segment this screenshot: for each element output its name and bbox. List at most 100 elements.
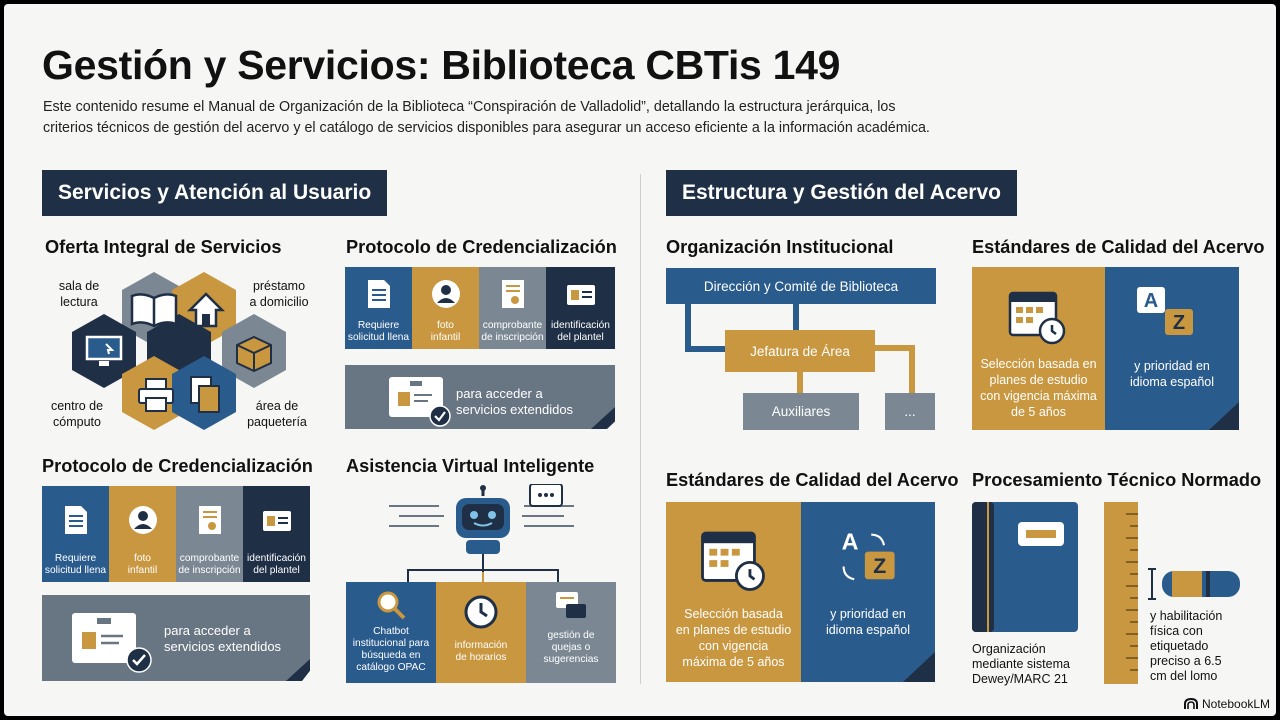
tile-comprobante: comprobante de inscripción [176,486,243,582]
clock-icon [464,595,498,629]
computo-label: centro de cómputo [50,399,104,429]
calendar-clock-icon [701,531,765,591]
note-label: para acceder a servicios extendidos [164,623,282,654]
svg-text:A: A [842,529,859,555]
box-label: gestión de quejas o sugerencias [543,630,599,665]
brand-badge: NotebookLM [1184,697,1270,711]
tile-identificacion: identificación del plantel [243,486,310,582]
tile-solicitud: Requiere solicitud llena [345,267,412,349]
horarios-box: información de horarios [436,582,526,683]
connector [793,304,799,330]
protocolo-top-note: para acceder a servicios extendidos [345,365,615,429]
protocolo-top-tiles: Requiere solicitud llena foto infantil c… [345,267,615,349]
chatbot-box: Chatbot institucional para búsqueda en c… [346,582,436,683]
tile-label: comprobante de inscripción [178,553,241,576]
protocolo-bottom-heading: Protocolo de Credencialización [42,456,313,476]
id-badge-icon [389,377,443,417]
language-translate-icon: AZ [1137,287,1193,335]
tile-identificacion: identificación del plantel [546,267,615,349]
form-document-icon [367,279,390,308]
tile-foto: foto infantil [412,267,479,349]
connector [875,345,915,351]
page-fold [1209,402,1239,430]
protocolo-bottom-tiles: Requiere solicitud llena foto infantil c… [42,486,310,582]
paqueteria-label: área de paquetería [247,399,307,429]
page: Gestión y Servicios: Biblioteca CBTis 14… [4,4,1276,716]
id-card-icon [262,510,291,531]
section-banner-servicios: Servicios y Atención al Usuario [42,170,388,216]
computer-icon [85,335,123,366]
connector [797,372,803,393]
magnifier-icon [377,591,406,620]
tile-comprobante: comprobante de inscripción [479,267,546,349]
protocolo-bottom-note: para acceder a servicios extendidos [42,595,310,681]
page-subtitle: Este contenido resume el Manual de Organ… [43,99,930,136]
documents-icon [190,376,220,413]
calidad-top-right-label: y prioridad en idioma español [1129,359,1215,389]
asistencia-boxes: Chatbot institucional para búsqueda en c… [346,582,616,683]
calidad-bottom-heading: Estándares de Calidad del Acervo [666,470,959,490]
language-translate-icon: AZ [835,528,895,581]
page-fold [286,659,310,681]
open-book-icon [130,293,178,328]
procesamiento-left-label: Organización mediante sistema Dewey/MARC… [972,642,1070,686]
calidad-top-panel: Selección basada en planes de estudio co… [972,267,1239,430]
check-icon [429,405,451,427]
jefatura-box: Jefatura de Área [725,330,875,372]
tile-foto: foto infantil [109,486,176,582]
more-box: ... [885,393,935,430]
brand-name: NotebookLM [1202,697,1271,711]
form-document-icon [64,505,87,534]
calidad-bottom-left: Selección basada en planes de estudio co… [666,502,801,682]
tile-label: Requiere solicitud llena [347,320,410,343]
calidad-top-heading: Estándares de Calidad del Acervo [972,237,1265,257]
tile-label: identificación del plantel [551,320,610,343]
tile-solicitud: Requiere solicitud llena [42,486,109,582]
calidad-bottom-right-label: y prioridad en idioma español [825,607,911,637]
tile-label: foto infantil [430,320,461,343]
asistencia-heading: Asistencia Virtual Inteligente [346,456,595,476]
page-fold [903,652,935,682]
box-label: Chatbot institucional para búsqueda en c… [352,626,430,673]
book-spine-label-icon [1148,568,1240,600]
tile-label: foto infantil [127,553,158,576]
svg-text:Z: Z [1173,312,1185,334]
certificate-icon [501,279,524,308]
note-label: para acceder a servicios extendidos [456,386,574,417]
notebooklm-logo-icon [1184,698,1198,709]
page-title: Gestión y Servicios: Biblioteca CBTis 14… [42,42,841,88]
id-badge-icon [72,613,136,663]
prestamo-label: préstamo a domicilio [249,279,309,309]
robot-assistant-graphic [389,484,574,582]
tile-label: Requiere solicitud llena [44,553,107,576]
procesamiento-heading: Procesamiento Técnico Normado [972,470,1262,490]
calendar-clock-icon [1008,291,1066,345]
calidad-top-left-label: Selección basada en planes de estudio co… [980,357,1097,419]
page-fold [591,407,615,429]
printer-icon [138,378,174,412]
chat-bubbles-icon [556,592,586,618]
user-avatar-icon [128,505,157,534]
connector [909,345,915,393]
home-icon [186,292,226,328]
tile-label: identificación del plantel [247,553,306,576]
connector [685,346,725,352]
protocolo-top-heading: Protocolo de Credencialización [346,237,617,257]
ruler-icon [1104,502,1138,684]
catalog-book-icon [972,502,1078,632]
svg-text:Z: Z [873,554,886,578]
check-icon [126,647,152,673]
direccion-box: Dirección y Comité de Biblioteca [666,268,936,304]
connector [685,304,691,352]
id-card-icon [566,284,595,305]
calidad-top-left: Selección basada en planes de estudio co… [972,267,1105,430]
procesamiento-right-label: y habilitación física con etiquetado pre… [1150,609,1223,683]
tile-label: comprobante de inscripción [481,320,544,343]
box-label: información de horarios [454,640,508,663]
sala-lectura-label: sala de lectura [58,279,100,309]
org-heading: Organización Institucional [666,237,894,257]
svg-text:A: A [1144,290,1158,312]
vertical-divider [640,174,641,684]
